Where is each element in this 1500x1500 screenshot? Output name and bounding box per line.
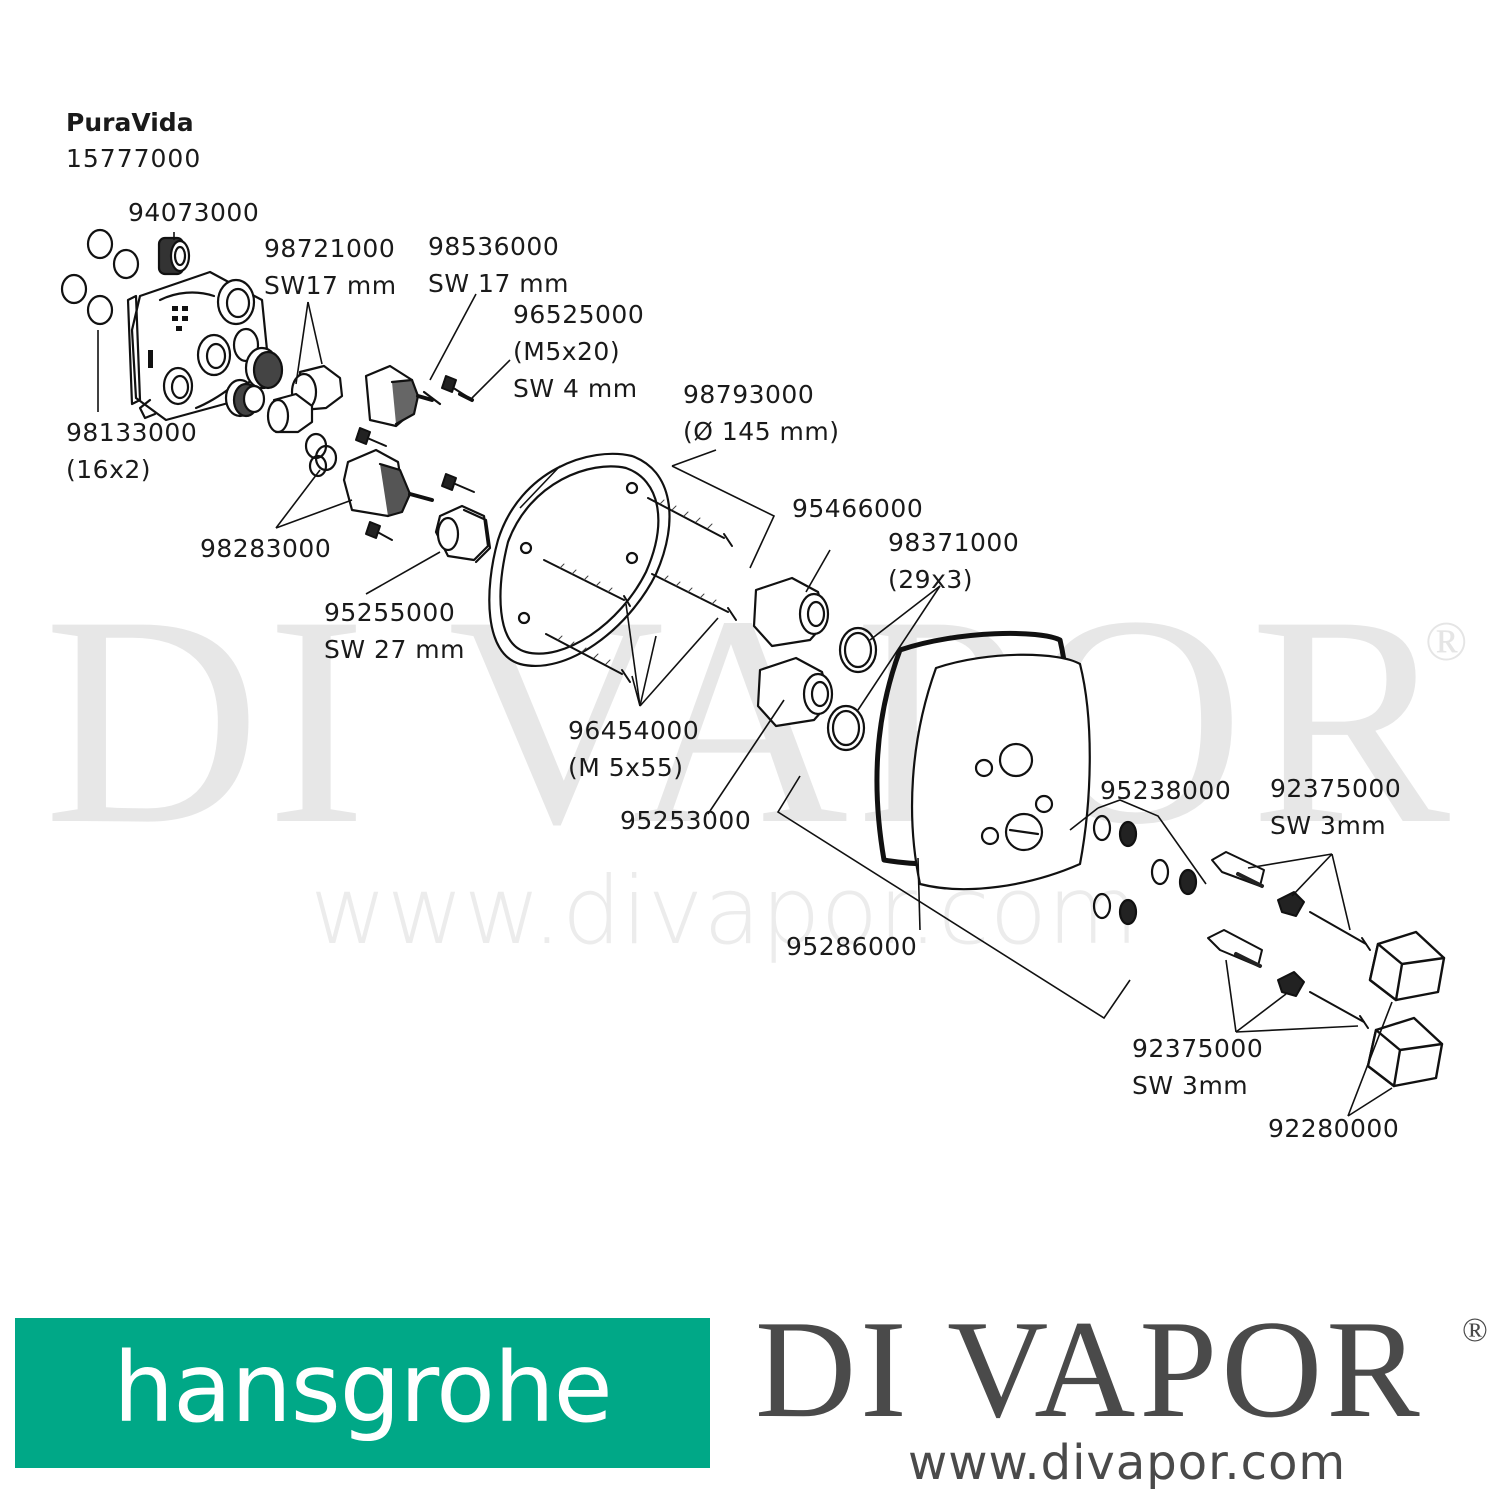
label-95253000: 95253000 bbox=[620, 806, 752, 835]
label-95466000: 95466000 bbox=[792, 494, 924, 523]
adapter-rings bbox=[1092, 814, 1198, 926]
cover-plate bbox=[874, 630, 1091, 891]
sleeve-nut bbox=[434, 504, 492, 564]
label-98793000: 98793000(Ø 145 mm) bbox=[683, 380, 840, 446]
label-92280000: 92280000 bbox=[1268, 1114, 1400, 1143]
divapor-url: www.divapor.com bbox=[908, 1435, 1347, 1491]
cartridge-o-rings bbox=[304, 432, 338, 478]
product-title: PuraVida bbox=[66, 108, 194, 137]
long-mounting-screws bbox=[543, 497, 737, 683]
leader-lines bbox=[97, 232, 1393, 1117]
hansgrohe-logo: hansgrohe bbox=[15, 1318, 710, 1468]
wall-plate-rosette bbox=[488, 452, 671, 667]
label-94073000: 94073000 bbox=[128, 198, 260, 227]
label-96454000: 96454000(M 5x55) bbox=[568, 716, 700, 782]
filter-part bbox=[157, 236, 191, 276]
label-96525000: 96525000(M5x20)SW 4 mm bbox=[513, 300, 645, 403]
stop-valve-parts bbox=[224, 346, 344, 434]
handle-knobs bbox=[1366, 930, 1446, 1088]
product-model-number: 15777000 bbox=[66, 144, 202, 173]
lower-cartridge bbox=[342, 448, 434, 518]
small-screws bbox=[355, 375, 475, 541]
hansgrohe-logo-text: hansgrohe bbox=[113, 1332, 612, 1444]
handle-adapters bbox=[1207, 851, 1371, 1029]
divapor-registered-mark: ® bbox=[1462, 1312, 1488, 1349]
extension-sleeves bbox=[752, 576, 834, 728]
label-98133000: 98133000(16x2) bbox=[66, 418, 198, 484]
label-98371000: 98371000(29x3) bbox=[888, 528, 1020, 594]
label-98283000: 98283000 bbox=[200, 534, 332, 563]
upper-cartridge bbox=[364, 364, 442, 428]
label-95286000: 95286000 bbox=[786, 932, 918, 961]
large-o-rings bbox=[826, 626, 878, 752]
divapor-logo: DI VAPOR bbox=[755, 1292, 1424, 1447]
o-ring-set-small bbox=[60, 228, 140, 326]
label-95238000: 95238000 bbox=[1100, 776, 1232, 805]
